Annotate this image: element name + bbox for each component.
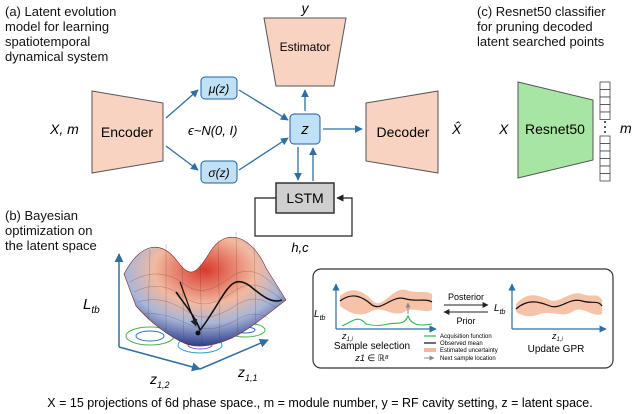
z-box — [289, 113, 321, 145]
y-label: y — [301, 0, 310, 16]
caption-b: (b) Bayesian optimization on the latent … — [5, 208, 145, 253]
caption-a-line-3: spatiotemporal — [5, 34, 91, 49]
encoder-label: Encoder — [101, 124, 153, 140]
caption-c-line-2: for pruning decoded — [477, 19, 593, 34]
epsilon-label: ϵ~N(0, I) — [188, 123, 237, 138]
output-vector-cell — [599, 173, 611, 182]
decoder-label: Decoder — [377, 124, 430, 140]
output-vector-cell — [599, 165, 611, 174]
caption-c: (c) Resnet50 classifier for pruning deco… — [477, 4, 639, 49]
right-uncertainty — [516, 293, 602, 317]
loss-surface — [123, 236, 287, 347]
caption-b-line-2: optimization on — [5, 223, 93, 238]
z-label: z — [300, 121, 309, 138]
arrow-encoder-mu — [165, 89, 199, 119]
classifier-input-label: X — [498, 121, 509, 137]
output-vector-ellipsis — [604, 131, 606, 133]
output-vector-cell — [599, 150, 611, 159]
left-plot-ylabel: Ltb — [314, 309, 326, 322]
output-vector-cell — [599, 104, 611, 113]
legend-acquisition: Acquisition function — [440, 334, 492, 340]
left-plot-subtitle: z1 ∈ ℝ⁸ — [354, 353, 388, 363]
update-gpr-plot: Ltb z1,i Update GPR — [494, 283, 607, 355]
surface-y-label: z1,1 — [237, 364, 258, 383]
encoder-block — [91, 90, 164, 174]
hc-label: h,c — [291, 240, 309, 255]
output-vector-cell — [599, 89, 611, 98]
right-plot-title: Update GPR — [528, 344, 585, 355]
output-vector-cell — [599, 111, 611, 120]
output-vector-cell — [599, 96, 611, 105]
arrow-encoder-sigma — [165, 145, 199, 171]
decoder-block — [365, 90, 439, 174]
estimator-block — [263, 17, 347, 87]
sigma-box — [200, 160, 238, 184]
sigma-label: σ(z) — [208, 166, 229, 180]
trajectory-arrow — [179, 281, 198, 327]
arrow-mu-z — [238, 89, 289, 121]
posterior-label: Posterior — [448, 292, 484, 302]
prior-label: Prior — [456, 316, 475, 326]
sample-selection-plot: Ltb z1,i Sample selection z1 ∈ ℝ⁸ — [314, 283, 437, 363]
output-vector-cell — [599, 135, 611, 144]
caption-a-line-4: dynamical system — [5, 49, 109, 64]
left-uncertainty — [340, 289, 432, 315]
caption-c-line-1: (c) Resnet50 classifier — [477, 4, 606, 19]
lstm-loop — [254, 194, 353, 237]
resnet-label: Resnet50 — [525, 121, 585, 137]
output-vector-cell — [599, 81, 611, 90]
legend-uncertainty: Estimated uncertainty — [440, 348, 498, 354]
legend-observed-mean: Observed mean — [440, 341, 483, 347]
caption-b-line-3: the latent space — [5, 238, 97, 253]
classifier-output-label: m — [620, 120, 632, 136]
left-plot-title: Sample selection — [334, 341, 410, 352]
bo-inset-panel — [312, 268, 614, 369]
legend-next-sample: Next sample location — [440, 356, 496, 362]
output-vector-cell — [599, 143, 611, 152]
caption-c-line-3: latent searched points — [477, 34, 605, 49]
caption-a: (a) Latent evolution model for learning … — [5, 4, 185, 64]
mu-box — [200, 76, 238, 100]
lstm-label: LSTM — [286, 190, 323, 206]
output-vector-cell — [599, 158, 611, 167]
footer-note: X = 15 projections of 6d phase space., m… — [47, 396, 592, 410]
bo-legend: Acquisition function Observed mean Estim… — [424, 334, 498, 362]
estimator-label: Estimator — [280, 40, 331, 54]
caption-a-line-1: (a) Latent evolution — [5, 4, 117, 19]
surface-x-label: z1,2 — [149, 371, 170, 390]
output-vector — [599, 81, 611, 182]
right-observed-mean — [515, 299, 603, 310]
surface-axis-y — [199, 339, 269, 370]
left-observed-mean — [339, 295, 433, 308]
right-plot-ylabel: Ltb — [494, 303, 506, 316]
output-vector-ellipsis — [604, 126, 606, 128]
resnet-block — [517, 81, 594, 179]
arrow-sigma-z — [238, 137, 289, 171]
surface-axis-x — [118, 346, 201, 372]
output-vector-ellipsis — [604, 121, 606, 123]
surface-z-label: Ltb — [83, 296, 100, 316]
xhat-label: X̂ — [451, 121, 462, 137]
left-acquisition — [341, 314, 433, 327]
mu-label: μ(z) — [208, 82, 230, 96]
caption-b-line-1: (b) Bayesian — [5, 208, 78, 223]
vae-input-label: X, m — [49, 121, 79, 137]
trajectory-point — [195, 330, 201, 336]
caption-a-line-2: model for learning — [5, 19, 110, 34]
